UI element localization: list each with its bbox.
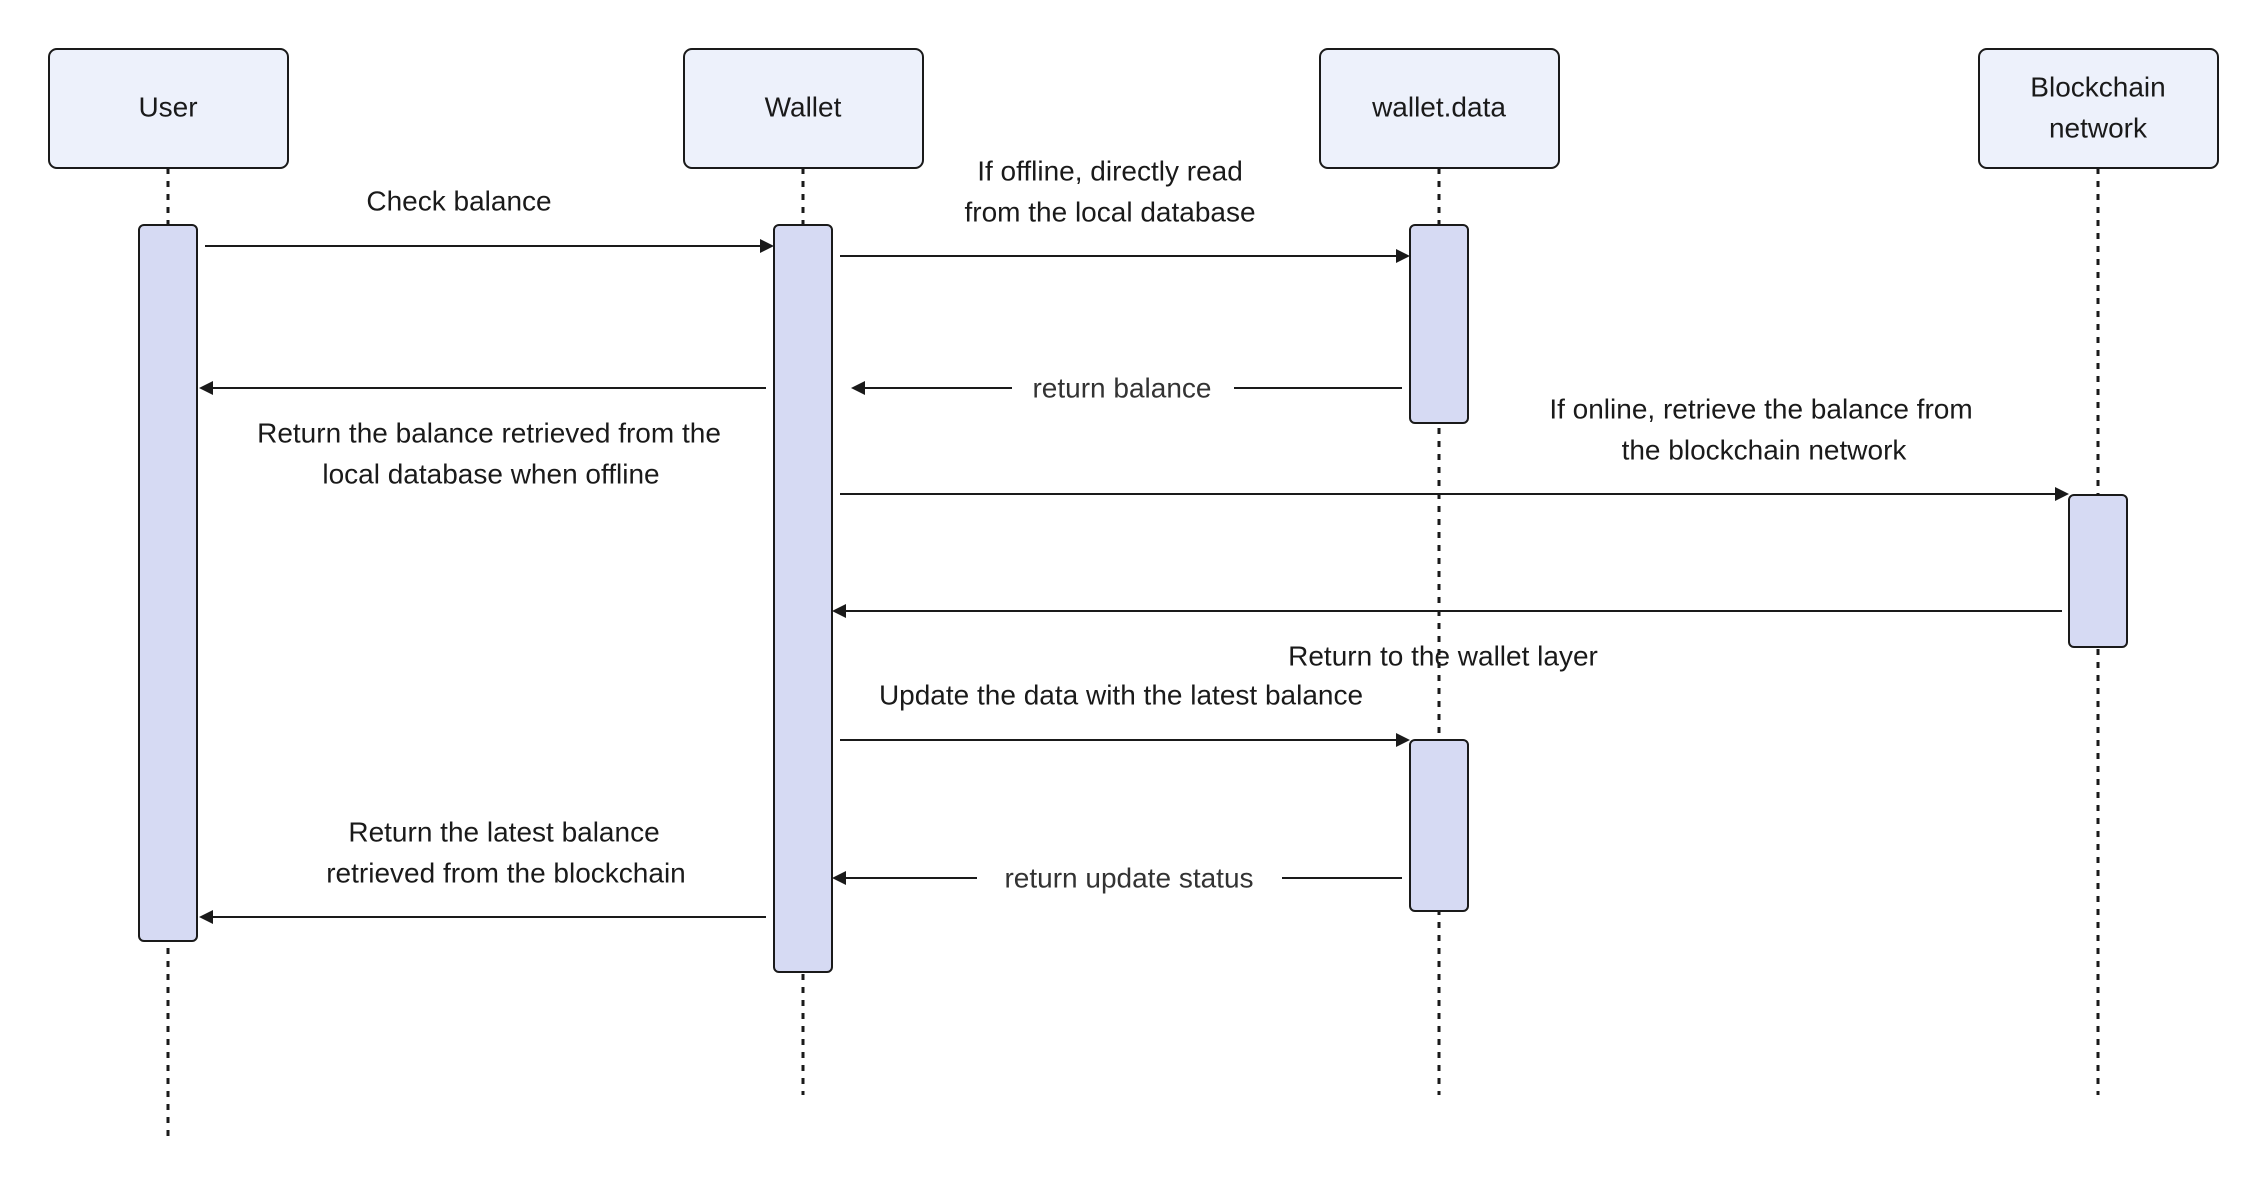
message-offline-read-label-line1: If offline, directly read	[977, 155, 1243, 186]
participant-wallet-label: Wallet	[765, 91, 842, 122]
participant-blockchain-network-label-line2: network	[2049, 112, 2148, 143]
message-return-offline-balance: Return the balance retrieved from the lo…	[199, 381, 766, 489]
participant-blockchain-network-label: Blockchain	[2030, 71, 2165, 102]
message-update-data: Update the data with the latest balance	[840, 679, 1410, 747]
message-update-data-label: Update the data with the latest balance	[879, 679, 1363, 710]
message-return-latest-balance-label-line2: retrieved from the blockchain	[326, 857, 686, 888]
message-return-offline-balance-label-line1: Return the balance retrieved from the	[257, 417, 721, 448]
arrowhead-left-icon	[832, 871, 846, 885]
message-offline-read: If offline, directly read from the local…	[840, 155, 1410, 263]
arrowhead-left-icon	[832, 604, 846, 618]
activation-wallet-data-read	[1409, 224, 1469, 424]
activation-wallet-data-update	[1409, 739, 1469, 912]
message-return-balance: return balance	[851, 372, 1402, 403]
participant-wallet-data-label: wallet.data	[1371, 91, 1506, 122]
participant-user: User	[48, 48, 289, 169]
arrowhead-left-icon	[199, 910, 213, 924]
participant-user-label: User	[138, 91, 197, 122]
participant-wallet-data: wallet.data	[1319, 48, 1560, 169]
arrowhead-right-icon	[2055, 487, 2069, 501]
message-return-offline-balance-label-line2: local database when offline	[322, 458, 659, 489]
message-return-latest-balance: Return the latest balance retrieved from…	[199, 816, 766, 924]
participant-wallet: Wallet	[683, 48, 924, 169]
message-online-retrieve: If online, retrieve the balance from the…	[840, 393, 2069, 501]
message-online-retrieve-label-line2: the blockchain network	[1622, 434, 1908, 465]
activation-blockchain-network	[2068, 494, 2128, 648]
message-return-update-status: return update status	[832, 862, 1402, 893]
message-check-balance: Check balance	[205, 185, 774, 253]
arrowhead-right-icon	[1396, 733, 1410, 747]
arrowhead-left-icon	[199, 381, 213, 395]
message-return-balance-label: return balance	[1032, 372, 1211, 403]
activation-wallet	[773, 224, 833, 973]
arrowhead-right-icon	[1396, 249, 1410, 263]
message-return-wallet-layer-label: Return to the wallet layer	[1288, 640, 1598, 671]
message-offline-read-label-line2: from the local database	[964, 196, 1255, 227]
arrowhead-left-icon	[851, 381, 865, 395]
message-return-latest-balance-label-line1: Return the latest balance	[348, 816, 659, 847]
participant-blockchain-network: Blockchain network	[1978, 48, 2219, 169]
message-return-wallet-layer: Return to the wallet layer	[832, 604, 2062, 671]
arrowhead-right-icon	[760, 239, 774, 253]
message-online-retrieve-label-line1: If online, retrieve the balance from	[1549, 393, 1972, 424]
message-check-balance-label: Check balance	[366, 185, 551, 216]
activation-user	[138, 224, 198, 942]
message-return-update-status-label: return update status	[1004, 862, 1253, 893]
